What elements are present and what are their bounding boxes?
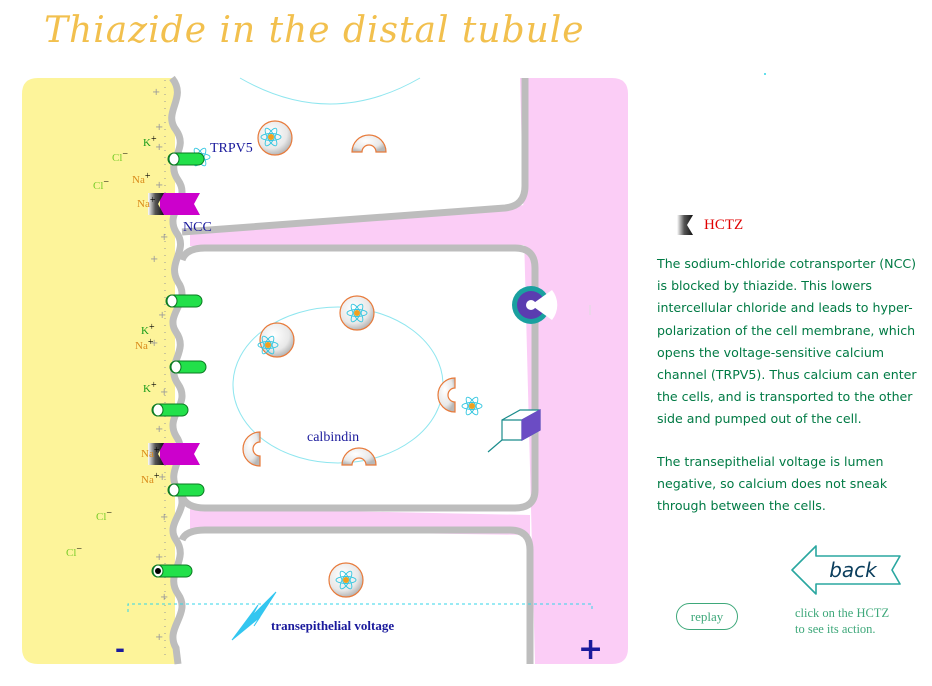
hint-text: click on the HCTZ to see its action. [795, 605, 889, 637]
na-ion-label: Na+ [137, 195, 156, 210]
description-panel: The sodium-chloride cotransporter (NCC) … [657, 253, 929, 537]
svg-text:+: + [155, 180, 163, 191]
hctz-drug-icon[interactable] [676, 214, 694, 236]
cell-bottom-membrane [178, 526, 534, 664]
svg-text:+: + [150, 254, 158, 265]
svg-text:+: + [160, 512, 168, 523]
blood-positive-sign: + [578, 632, 603, 667]
svg-text:+: + [155, 122, 163, 133]
back-button[interactable]: back [790, 544, 908, 596]
svg-text:+: + [152, 87, 160, 98]
calbindin-label: calbindin [307, 430, 359, 445]
svg-text:+: + [158, 310, 166, 321]
svg-text:+: + [160, 232, 168, 243]
svg-text:+: + [160, 592, 168, 603]
hint-line-1: click on the HCTZ [795, 606, 890, 620]
description-paragraph-2: The transepithelial voltage is lumen neg… [657, 453, 888, 514]
svg-text:+: + [158, 472, 166, 483]
svg-text:+: + [155, 552, 163, 563]
trpv5-label: TRPV5 [210, 141, 253, 156]
cell-middle-membrane [178, 244, 539, 512]
ncc-transporter-top [148, 193, 200, 215]
cl-ion-label: Cl− [96, 508, 112, 523]
page-title: Thiazide in the distal tubule [44, 10, 585, 51]
lightning-icon [231, 591, 277, 641]
na-k-pump [487, 408, 541, 453]
na-ion-label: Na+ [132, 171, 151, 186]
voltage-label: transepithelial voltage [271, 618, 394, 633]
cell-top-membrane [181, 78, 529, 236]
ncc-transporter-bottom [148, 443, 200, 465]
replay-button[interactable]: replay [676, 603, 738, 630]
na-ion-label: Na+ [141, 445, 160, 460]
svg-text:+: + [160, 387, 168, 398]
svg-text:+: + [155, 632, 163, 643]
svg-text:+: + [155, 424, 163, 435]
lumen-negative-sign: - [115, 635, 125, 663]
hctz-label[interactable]: HCTZ [704, 216, 744, 233]
interstitium-area [520, 78, 628, 664]
description-paragraph-1: The sodium-chloride cotransporter (NCC) … [657, 256, 917, 427]
k-ion-label: K+ [141, 322, 155, 337]
k-ion-label: K+ [143, 380, 157, 395]
k-ion-label: K+ [143, 134, 157, 149]
cl-ion-label: Cl− [112, 149, 128, 164]
svg-text:+: + [155, 142, 163, 153]
back-arrow-icon [791, 545, 901, 595]
na-ion-label: Na+ [141, 471, 160, 486]
back-label[interactable]: back [829, 558, 877, 582]
hctz-legend[interactable]: HCTZ [676, 214, 743, 236]
na-ion-label: Na+ [135, 337, 154, 352]
lumen-area [22, 78, 175, 664]
cl-ion-label: Cl− [66, 544, 82, 559]
hint-line-2: to see its action. [795, 622, 876, 636]
cl-ion-label: Cl− [93, 177, 109, 192]
ncc-label: NCC [183, 220, 212, 235]
calcium-pump [512, 286, 558, 324]
svg-text:+: + [150, 338, 158, 349]
